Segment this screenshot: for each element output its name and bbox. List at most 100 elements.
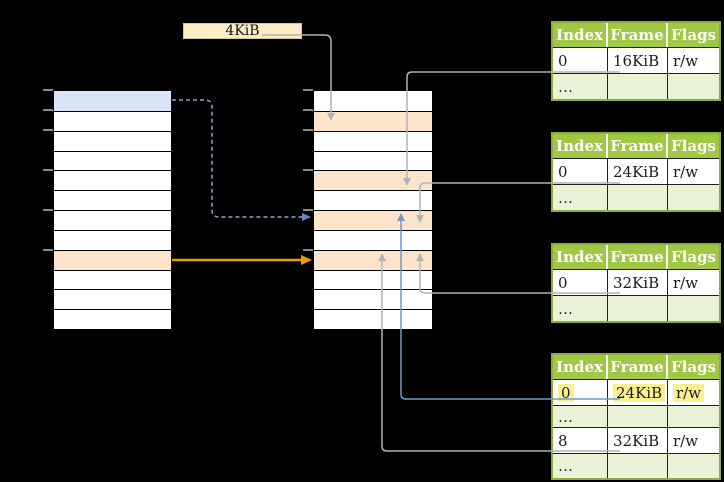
page-table-cell — [608, 185, 668, 210]
page-table-cell: r/w — [673, 273, 699, 292]
page-table-cell: 8 — [553, 428, 608, 453]
arrow-virtual-orange-page-to-frame32kib — [172, 255, 312, 265]
page-table-cell: 0 — [553, 270, 608, 295]
page-size-label-text: 4KiB — [225, 23, 260, 39]
virtual-memory-row-9 — [54, 269, 171, 290]
virtual-memory-row-5 — [54, 190, 171, 210]
physical-memory-row-11 — [314, 309, 432, 329]
memory-boundary-tick — [303, 129, 313, 131]
page-table-row: 0 24KiB r/w — [553, 380, 719, 406]
virtual-memory-row-11 — [54, 309, 171, 329]
page-table-row: … — [553, 296, 719, 321]
page-table-cell: r/w — [673, 431, 699, 450]
virtual-memory-row-10 — [54, 289, 171, 309]
physical-memory-row-10 — [314, 289, 432, 309]
page-table-header-cell: Frame — [608, 134, 668, 158]
page-table-cell — [668, 185, 719, 210]
page-table-cell — [668, 74, 719, 99]
page-table-header-cell: Flags — [671, 26, 716, 44]
page-table-cell — [668, 296, 719, 321]
physical-memory-row-2 — [314, 130, 432, 151]
page-table-header-cell: Frame — [608, 23, 668, 47]
page-table-header-cell: Flags — [671, 248, 716, 266]
page-table-cell: 0 — [553, 159, 608, 184]
page-table-cell — [608, 406, 668, 427]
physical-memory-row-6 — [314, 210, 432, 230]
page-table-header-cell: Index — [553, 23, 608, 47]
page-table-row: … — [553, 185, 719, 210]
page-table-header-cell: Index — [553, 355, 608, 379]
page-table-cell: 32KiB — [608, 428, 668, 453]
page-table-cell: 0 — [553, 48, 608, 73]
page-table-cell — [668, 406, 719, 427]
memory-boundary-tick — [303, 109, 313, 111]
page-table-cell: r/w — [668, 380, 719, 405]
memory-boundary-tick — [43, 129, 53, 131]
highlighted-cell-text: 24KiB — [613, 383, 666, 402]
memory-boundary-tick — [43, 209, 53, 211]
memory-boundary-tick — [303, 169, 313, 171]
page-table-cell — [608, 74, 668, 99]
virtual-memory-row-3 — [54, 150, 171, 171]
highlighted-cell-text: r/w — [673, 383, 705, 402]
physical-memory-row-7 — [314, 229, 432, 250]
physical-memory-row-8 — [314, 249, 432, 270]
virtual-memory-row-0 — [54, 91, 171, 111]
page-table-cell: … — [553, 296, 608, 321]
page-size-label: 4KiB — [183, 23, 302, 39]
page-table-cell: r/w — [673, 51, 699, 70]
page-table-cell — [668, 454, 719, 478]
memory-boundary-tick — [303, 249, 313, 251]
page-table-cell: … — [553, 454, 608, 478]
page-table-header-cell: Index — [553, 245, 608, 269]
page-table-header-cell: Flags — [671, 137, 716, 155]
virtual-memory-table — [53, 90, 172, 330]
memory-boundary-tick — [43, 89, 53, 91]
physical-memory-row-0 — [314, 91, 432, 111]
page-table-cell: … — [553, 74, 608, 99]
virtual-memory-row-2 — [54, 130, 171, 151]
page-table-cell: 32KiB — [608, 270, 668, 295]
page-table-cell: 16KiB — [608, 48, 668, 73]
page-table-row: … — [553, 454, 719, 478]
memory-boundary-tick — [303, 89, 313, 91]
page-table-cell: 0 — [553, 380, 608, 405]
page-table-cell: 24KiB — [608, 380, 668, 405]
memory-boundary-tick — [303, 209, 313, 211]
page-table-header-cell: Index — [553, 134, 608, 158]
physical-memory-row-1 — [314, 110, 432, 131]
physical-memory-row-3 — [314, 150, 432, 171]
virtual-memory-row-4 — [54, 170, 171, 190]
physical-memory-row-9 — [314, 269, 432, 290]
memory-boundary-tick — [43, 249, 53, 251]
page-table-cell: … — [553, 406, 608, 427]
physical-memory-table — [313, 90, 433, 330]
page-table-cell: … — [553, 185, 608, 210]
page-table-header-cell: Frame — [608, 355, 668, 379]
virtual-memory-row-1 — [54, 110, 171, 131]
page-table-cell — [608, 296, 668, 321]
physical-memory-row-4 — [314, 170, 432, 191]
virtual-memory-row-7 — [54, 229, 171, 250]
arrow-virtual-blue-page-to-frame24kib — [172, 99, 311, 221]
page-table-header-cell: Flags — [671, 358, 716, 376]
page-table-header-cell: Frame — [608, 245, 668, 269]
virtual-memory-row-8 — [54, 249, 171, 270]
page-table-cell — [608, 454, 668, 478]
page-table-cell: 24KiB — [608, 159, 668, 184]
highlighted-cell-text: 0 — [558, 383, 574, 402]
page-table-row: … — [553, 74, 719, 99]
page-table-cell: r/w — [673, 162, 699, 181]
